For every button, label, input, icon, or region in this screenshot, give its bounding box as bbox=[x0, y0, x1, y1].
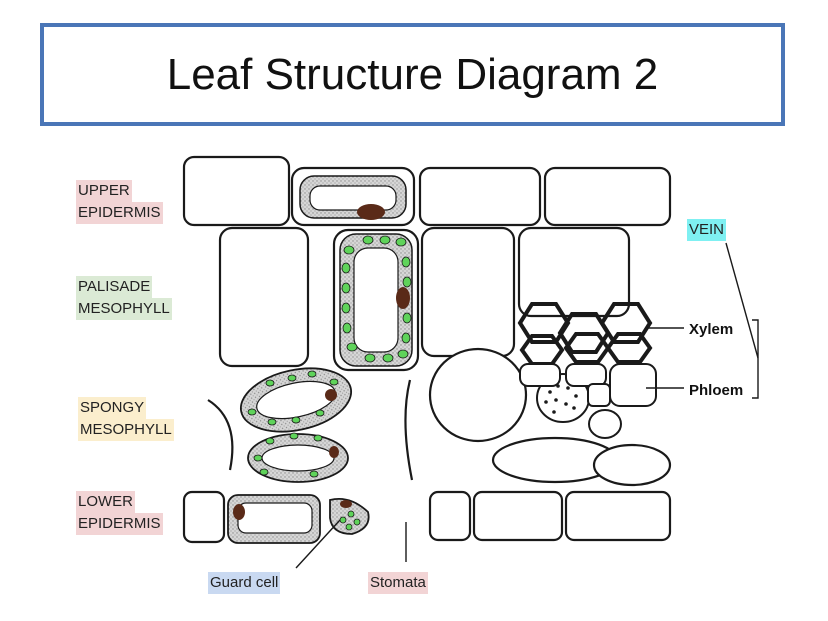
nucleus bbox=[396, 287, 410, 309]
page-title: Leaf Structure Diagram 2 bbox=[166, 49, 659, 99]
label-spongy-mesophyll: SPONGY MESOPHYLL bbox=[78, 397, 174, 441]
nucleus bbox=[325, 389, 337, 401]
spongy-cell bbox=[592, 443, 672, 487]
label-lower-epidermis: LOWER EPIDERMIS bbox=[76, 491, 163, 535]
label-stomata: Stomata bbox=[368, 572, 428, 594]
nucleus bbox=[233, 504, 245, 520]
upper-epidermis-cell bbox=[182, 155, 291, 227]
label-xylem: Xylem bbox=[689, 321, 734, 338]
spongy-cell bbox=[428, 347, 528, 443]
spongy-cell bbox=[404, 379, 414, 481]
palisade-cell bbox=[420, 226, 516, 358]
label-upper-epidermis: UPPER EPIDERMIS bbox=[76, 180, 163, 224]
chloroplast-group bbox=[341, 235, 412, 363]
lower-epidermis-cell bbox=[428, 490, 472, 542]
label-guard-cell: Guard cell bbox=[208, 572, 281, 594]
label-phloem: Phloem bbox=[689, 382, 744, 399]
phloem-cells bbox=[519, 363, 657, 439]
label-palisade-mesophyll: PALISADE MESOPHYLL bbox=[76, 276, 172, 320]
upper-epidermis-cell bbox=[418, 166, 542, 227]
upper-epidermis-cell bbox=[543, 166, 672, 227]
nucleus bbox=[340, 500, 352, 508]
label-vein: VEIN bbox=[687, 219, 727, 241]
title-box: Leaf Structure Diagram 2 bbox=[40, 23, 785, 126]
nucleus bbox=[357, 204, 385, 220]
nucleus bbox=[329, 446, 339, 458]
lower-epidermis-cell bbox=[564, 490, 672, 542]
lower-epidermis-cell bbox=[182, 490, 226, 544]
lower-epidermis-cell bbox=[472, 490, 564, 542]
palisade-cell bbox=[218, 226, 310, 368]
